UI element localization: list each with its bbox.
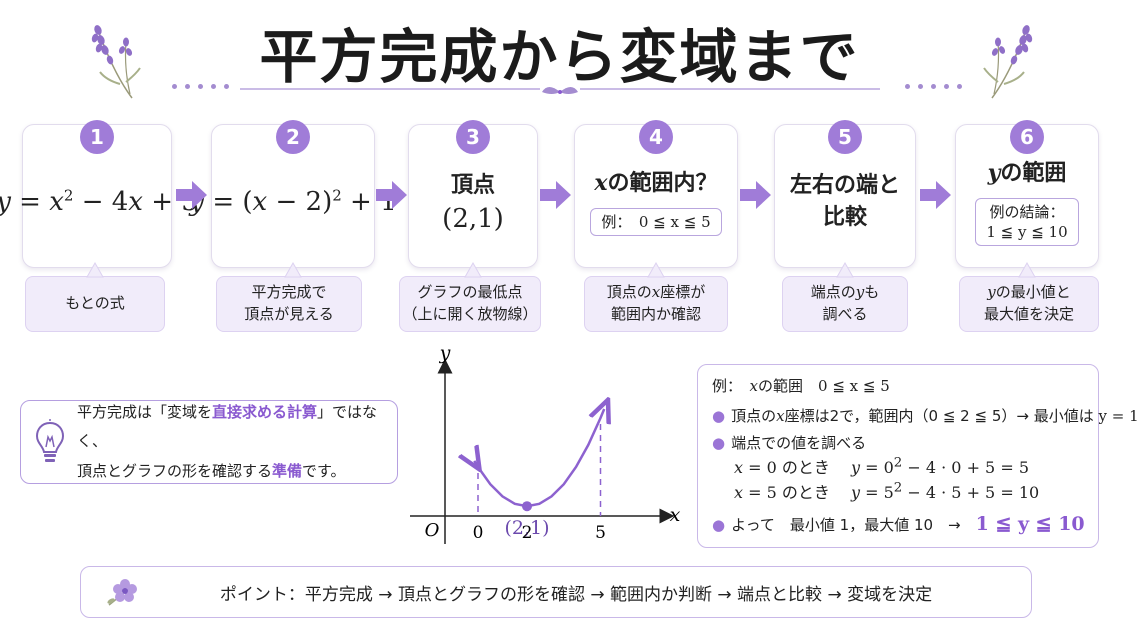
vertex-label: (2,1)	[504, 517, 549, 539]
example-calc-x0: x = 0 のとき y = 02 − 4 · 0 + 5 = 5	[734, 455, 1029, 477]
parabola-curve	[474, 409, 604, 508]
step-3-note: グラフの最低点（上に開く放物線）	[399, 276, 541, 332]
step-1-note: もとの式	[25, 276, 165, 332]
arrow-right-icon	[540, 181, 571, 209]
y-axis-label: y	[439, 342, 451, 364]
compare-endpoints-title: 左右の端と比較	[789, 173, 900, 230]
example-box: 例： xの範囲 0 ≦ x ≦ 5 ●頂点のx座標は2で，範囲内（0 ≦ 2 ≦…	[697, 364, 1139, 548]
step-4-note: 頂点のx座標が範囲内か確認	[584, 276, 728, 332]
parabola-graph: (2,1) 0 2 5 O x y	[410, 342, 681, 544]
tip-text: 平方完成は「変域を直接求める計算」ではなく、 頂点とグラフの形を確認する準備です…	[77, 403, 378, 480]
step-number: 1	[80, 120, 114, 154]
step-6: 6 yの範囲 例の結論：1 ≦ y ≦ 10	[955, 120, 1099, 268]
x-tick-label: 2	[522, 523, 533, 543]
example-calc-x5: x = 5 のとき y = 52 − 4 · 5 + 5 = 10	[734, 480, 1040, 502]
x-tick-label: 0	[473, 523, 484, 543]
lightbulb-icon	[35, 419, 65, 462]
step-number: 5	[828, 120, 862, 154]
step-number: 4	[639, 120, 673, 154]
note-pointer	[284, 261, 302, 278]
flower-icon	[107, 579, 137, 606]
range-example-box: 例： 0 ≦ x ≦ 5	[590, 207, 722, 237]
arrow-right-icon	[176, 181, 207, 209]
step-5: 5 左右の端と比較	[774, 120, 916, 268]
step-number: 2	[276, 120, 310, 154]
x-tick-label: 5	[595, 523, 606, 543]
step-4: 4 xの範囲内？ 例： 0 ≦ x ≦ 5	[574, 120, 738, 268]
origin-label: O	[425, 520, 440, 541]
tip-box: 平方完成は「変域を直接求める計算」ではなく、 頂点とグラフの形を確認する準備です…	[20, 400, 398, 484]
step-2: 2 y = (x − 2)2 + 1	[189, 120, 397, 268]
divider-dots-left	[172, 84, 229, 89]
step-6-note: yの最小値と最大値を決定	[959, 276, 1099, 332]
arrow-right-icon	[920, 181, 951, 209]
example-bullet-endpoints: ●端点での値を調べる	[712, 434, 867, 452]
note-pointer	[86, 261, 104, 278]
summary-text: ポイント：平方完成 → 頂点とグラフの形を確認 → 範囲内か判断 → 端点と比較…	[219, 584, 933, 605]
y-range-title: yの範囲	[987, 159, 1067, 186]
note-pointer	[836, 261, 854, 278]
step-1: 1 y = x2 − 4x + 5	[0, 120, 198, 268]
example-conclusion: ●よって 最小値 1，最大値 10 → 1 ≦ y ≦ 10	[712, 513, 1085, 535]
step-card: 頂点 (2,1)	[408, 124, 538, 268]
note-pointer	[647, 261, 665, 278]
step-2-note: 平方完成で頂点が見える	[216, 276, 362, 332]
step-number: 6	[1010, 120, 1044, 154]
x-axis-label: x	[670, 504, 681, 526]
step-5-note: 端点のyも調べる	[782, 276, 908, 332]
step-number: 3	[456, 120, 490, 154]
divider-dots-right	[905, 84, 962, 89]
vertex-title: 頂点	[450, 173, 495, 199]
step-3: 3 頂点 (2,1)	[408, 120, 538, 268]
note-pointer	[464, 261, 482, 278]
lavender-left-icon	[91, 25, 141, 99]
conclusion-box: 例の結論：1 ≦ y ≦ 10	[975, 197, 1079, 247]
title-divider	[240, 87, 880, 94]
formula-original: y = x2 − 4x + 5	[0, 186, 198, 217]
formula-completed-square: y = (x − 2)2 + 1	[189, 186, 397, 217]
summary-bar: ポイント：平方完成 → 頂点とグラフの形を確認 → 範囲内か判断 → 端点と比較…	[80, 566, 1032, 618]
page-title: 平方完成から変域まで	[259, 23, 860, 91]
vertex-point	[522, 501, 532, 512]
note-pointer	[1018, 261, 1036, 278]
example-header: 例： xの範囲 0 ≦ x ≦ 5	[712, 377, 890, 395]
arrow-right-icon	[740, 181, 771, 209]
lavender-right-icon	[983, 25, 1033, 99]
range-question: xの範囲内？	[594, 169, 718, 196]
arrow-right-icon	[376, 181, 407, 209]
vertex-value: (2,1)	[442, 203, 504, 234]
example-bullet-vertex: ●頂点のx座標は2で，範囲内（0 ≦ 2 ≦ 5）→ 最小値は y = 1	[712, 407, 1139, 425]
